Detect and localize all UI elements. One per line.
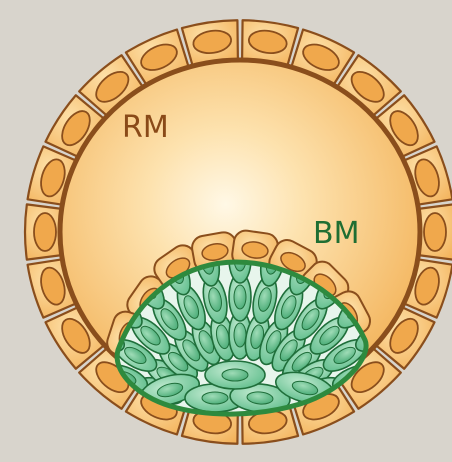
rm-label: RM	[122, 110, 169, 145]
cell-nucleus	[34, 213, 56, 251]
bm-label: BM	[313, 216, 359, 251]
hypoblast-cell	[205, 361, 265, 389]
cell-nucleus	[424, 213, 446, 251]
